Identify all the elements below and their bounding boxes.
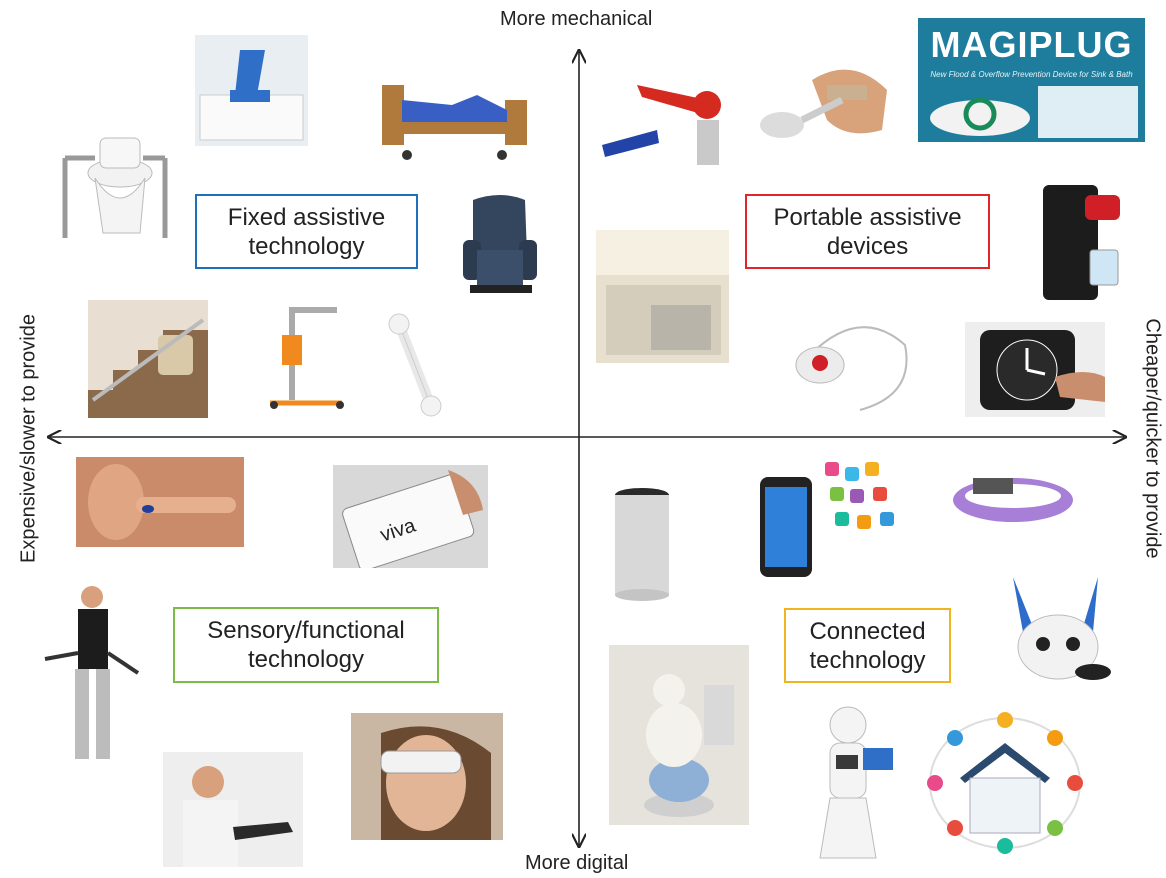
smart-home-image — [920, 708, 1090, 858]
bed-sensor-pad-image — [596, 230, 729, 363]
adjustable-bed-image — [377, 70, 532, 162]
axis-label-right: Cheaper/quicker to provide — [1141, 318, 1164, 559]
axis-label-top: More mechanical — [500, 8, 653, 30]
quadrant-connected-label: Connected technology — [809, 617, 926, 674]
toilet-frame-image — [55, 118, 175, 250]
magiplug-subtitle: New Flood & Overflow Prevention Device f… — [930, 70, 1133, 79]
humanoid-robot-image — [808, 703, 898, 863]
magiplug-title: MAGIPLUG — [930, 24, 1133, 65]
quadrant-portable-assistive: Portable assistive devices — [745, 194, 990, 269]
quadrant-connected: Connected technology — [784, 608, 951, 683]
axis-label-bottom: More digital — [525, 852, 629, 874]
vision-headset-image — [351, 713, 503, 840]
hot-water-dispenser-image — [1035, 180, 1125, 305]
smartphone-apps-image — [755, 457, 905, 579]
pendant-alarm-image — [790, 315, 920, 415]
video-magnifier-image: viva — [333, 465, 488, 568]
riser-recliner-chair-image — [455, 190, 545, 300]
tap-turner-image — [597, 75, 732, 175]
quadrant-portable-label: Portable assistive devices — [773, 203, 962, 260]
stairlift-image — [88, 300, 208, 418]
hearing-aid-image — [76, 457, 244, 547]
smart-speaker-image — [612, 485, 672, 603]
quadrant-sensory-functional: Sensory/functional technology — [173, 607, 439, 683]
axis-label-left: Expensive/slower to provide — [17, 314, 40, 564]
robot-dog-image — [998, 572, 1120, 687]
patient-hoist-image — [262, 295, 352, 410]
grab-rail-image — [385, 310, 445, 420]
care-robot-image — [609, 645, 749, 825]
spoon-aid-image — [757, 50, 897, 150]
quadrant-fixed-label: Fixed assistive technology — [227, 203, 386, 260]
tactile-clock-image — [965, 322, 1105, 417]
bionic-arm-image — [163, 752, 303, 867]
bath-lift-image — [195, 35, 308, 146]
wristband-image — [948, 470, 1078, 530]
quadrant-sensory-label: Sensory/functional technology — [207, 617, 405, 673]
magiplug-image: MAGIPLUG New Flood & Overflow Prevention… — [918, 18, 1145, 142]
quadrant-fixed-assistive: Fixed assistive technology — [195, 194, 418, 269]
exoskeleton-image — [40, 583, 145, 773]
